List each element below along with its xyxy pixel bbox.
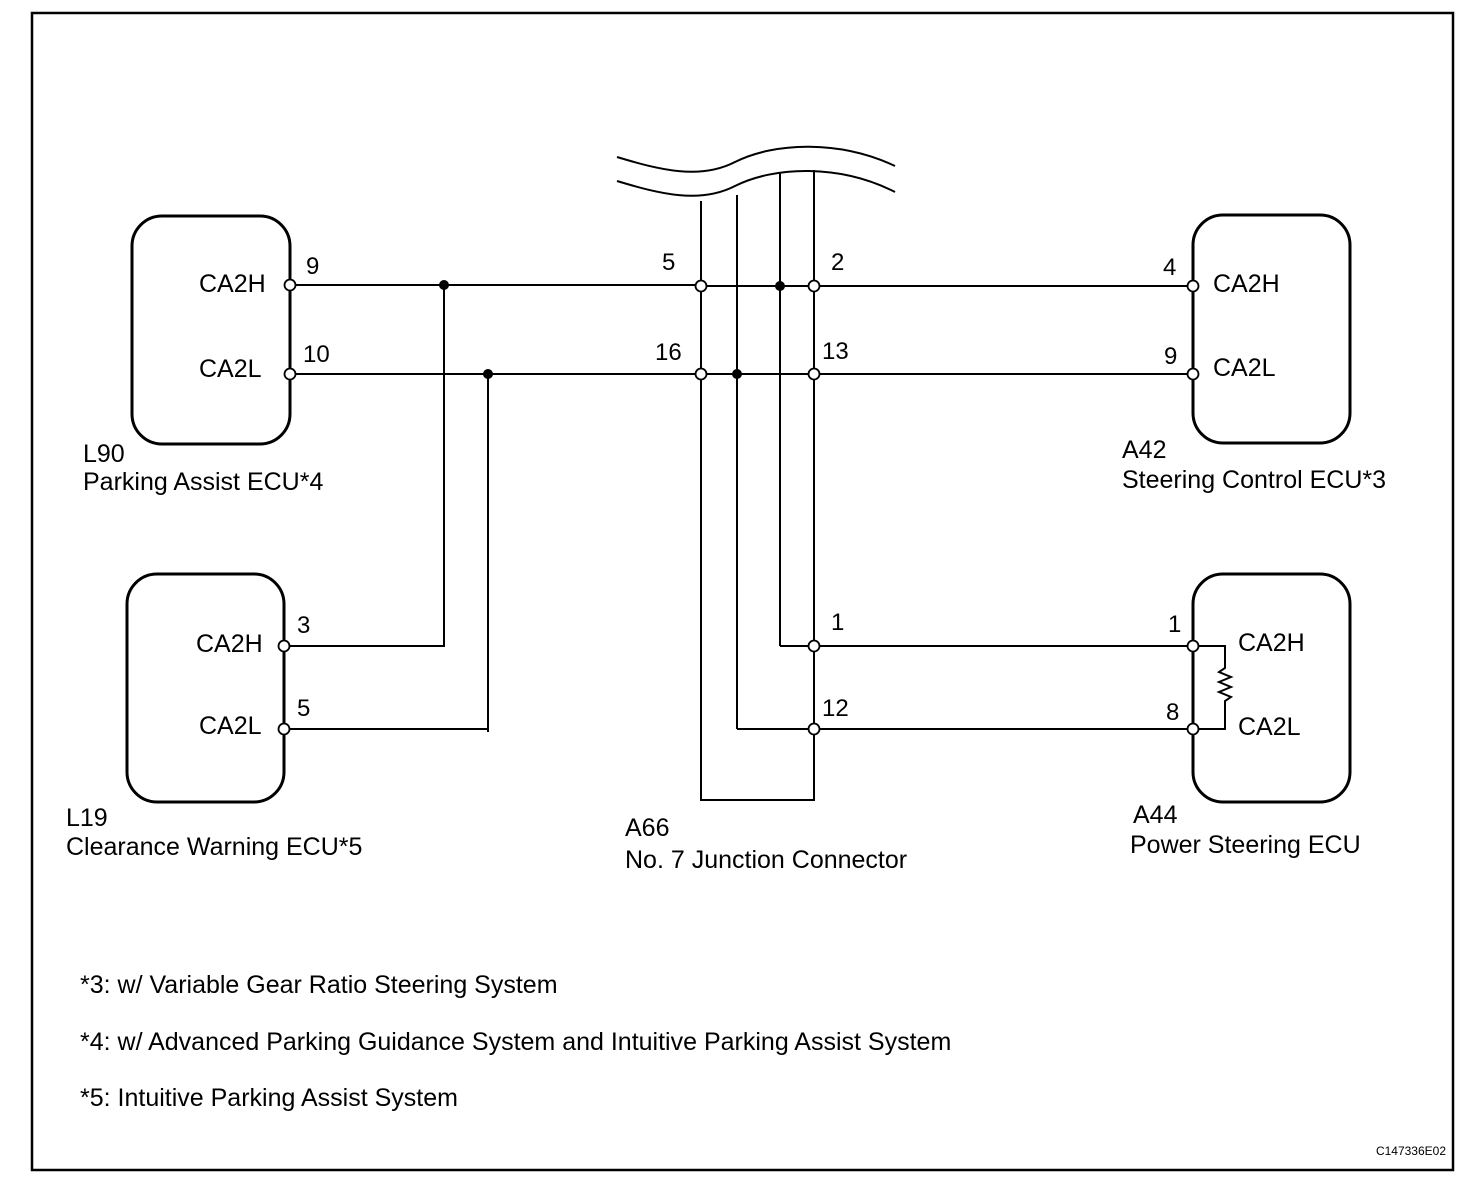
a42-ca2h-label: CA2H [1213, 270, 1280, 298]
terminal-a42-ca2l [1186, 367, 1200, 381]
a66-pin-16: 16 [655, 339, 682, 366]
a44-ca2h-pin: 1 [1168, 611, 1181, 638]
l19-ca2l-label: CA2L [199, 712, 262, 740]
footnote-5: *5: Intuitive Parking Assist System [80, 1084, 458, 1112]
splice-dot [483, 369, 493, 379]
ca2l-branch-to-l19 [284, 374, 489, 732]
splice-dot [732, 369, 742, 379]
l90-ecu-box [130, 214, 292, 446]
a66-name: No. 7 Junction Connector [625, 846, 907, 874]
a42-ca2l-label: CA2L [1213, 354, 1276, 382]
l19-ecu-box [125, 572, 286, 804]
splice-dot [439, 280, 449, 290]
wire-break-lower [616, 170, 896, 197]
a44-name: Power Steering ECU [1130, 831, 1361, 859]
a44-ca2l-label: CA2L [1238, 713, 1301, 741]
a66-pin-13: 13 [822, 338, 849, 365]
footnote-4: *4: w/ Advanced Parking Guidance System … [80, 1028, 951, 1056]
a44-ca2h-label: CA2H [1238, 629, 1305, 657]
l90-name: Parking Assist ECU*4 [83, 468, 323, 496]
terminal-a42-ca2h [1186, 279, 1200, 293]
l90-ca2l-label: CA2L [199, 355, 262, 383]
terminal-l90-ca2h [283, 278, 297, 292]
a44-code: A44 [1133, 801, 1178, 829]
terminal-a66-1 [807, 639, 821, 653]
a42-code: A42 [1122, 436, 1166, 464]
a42-ca2l-pin: 9 [1164, 343, 1177, 370]
figure-code: C147336E02 [1376, 1144, 1446, 1158]
wire-break-upper [616, 145, 896, 173]
l90-ca2h-label: CA2H [199, 270, 266, 298]
a66-pin-1: 1 [831, 609, 844, 636]
l90-ca2h-pin: 9 [306, 253, 319, 280]
terminal-a66-16 [694, 367, 708, 381]
terminal-a66-12 [807, 722, 821, 736]
terminal-l90-ca2l [283, 367, 297, 381]
l19-name: Clearance Warning ECU*5 [66, 833, 362, 861]
a42-ca2h-pin: 4 [1163, 254, 1176, 281]
terminal-l19-ca2l [277, 722, 291, 736]
terminal-l19-ca2h [277, 639, 291, 653]
a42-ecu-box [1191, 213, 1352, 445]
l19-ca2h-pin: 3 [297, 612, 310, 639]
a66-pin-5: 5 [662, 249, 675, 276]
a42-name: Steering Control ECU*3 [1122, 466, 1386, 494]
a44-ecu-box [1191, 572, 1352, 804]
terminal-a66-5 [694, 279, 708, 293]
a66-connector-outline [700, 170, 815, 801]
a44-termination-resistor [1193, 645, 1234, 730]
l90-ca2l-pin: 10 [303, 341, 330, 368]
l90-code: L90 [83, 440, 125, 468]
a66-pin-2: 2 [831, 249, 844, 276]
a66-code: A66 [625, 814, 669, 842]
l19-ca2h-label: CA2H [196, 630, 263, 658]
a44-ca2l-pin: 8 [1166, 699, 1179, 726]
a66-pin-12: 12 [822, 695, 849, 722]
terminal-a44-ca2h [1186, 639, 1200, 653]
terminal-a66-2 [807, 279, 821, 293]
terminal-a66-13 [807, 367, 821, 381]
splice-dot [775, 281, 785, 291]
l19-code: L19 [66, 804, 108, 832]
l19-ca2l-pin: 5 [297, 695, 310, 722]
footnote-3: *3: w/ Variable Gear Ratio Steering Syst… [80, 971, 558, 999]
ca2h-branch-to-l19 [284, 285, 445, 647]
diagram-frame [30, 11, 1455, 1172]
terminal-a44-ca2l [1186, 722, 1200, 736]
